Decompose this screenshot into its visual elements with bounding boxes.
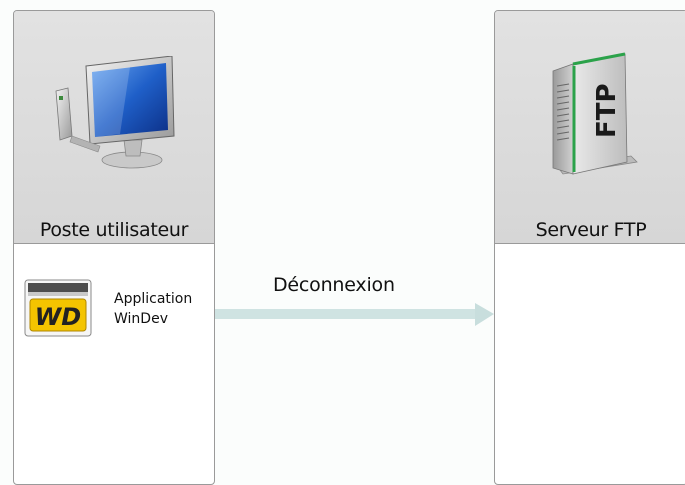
ftp-server-label: Serveur FTP [535, 219, 647, 241]
application-label-line2: WinDev [114, 311, 168, 327]
application-label: Application WinDev [114, 289, 192, 329]
windev-icon: WD [24, 279, 92, 337]
windev-icon-text: WD [35, 303, 81, 331]
ftp-server-icon: FTP [552, 52, 638, 175]
computer-icon [55, 56, 175, 169]
application-label-line1: Application [114, 291, 193, 307]
disconnection-arrow [215, 303, 494, 326]
ftp-server-column: FTP Serveur FTP [494, 10, 685, 485]
user-workstation-column: Poste utilisateur WD Application WinDev [13, 10, 215, 485]
ftp-server-header: FTP Serveur FTP [495, 11, 685, 244]
user-workstation-header: Poste utilisateur [14, 11, 214, 244]
disconnection-label: Déconnexion [273, 274, 395, 296]
user-workstation-label: Poste utilisateur [39, 219, 189, 241]
ftp-server-icon-text: FTP [592, 83, 622, 138]
